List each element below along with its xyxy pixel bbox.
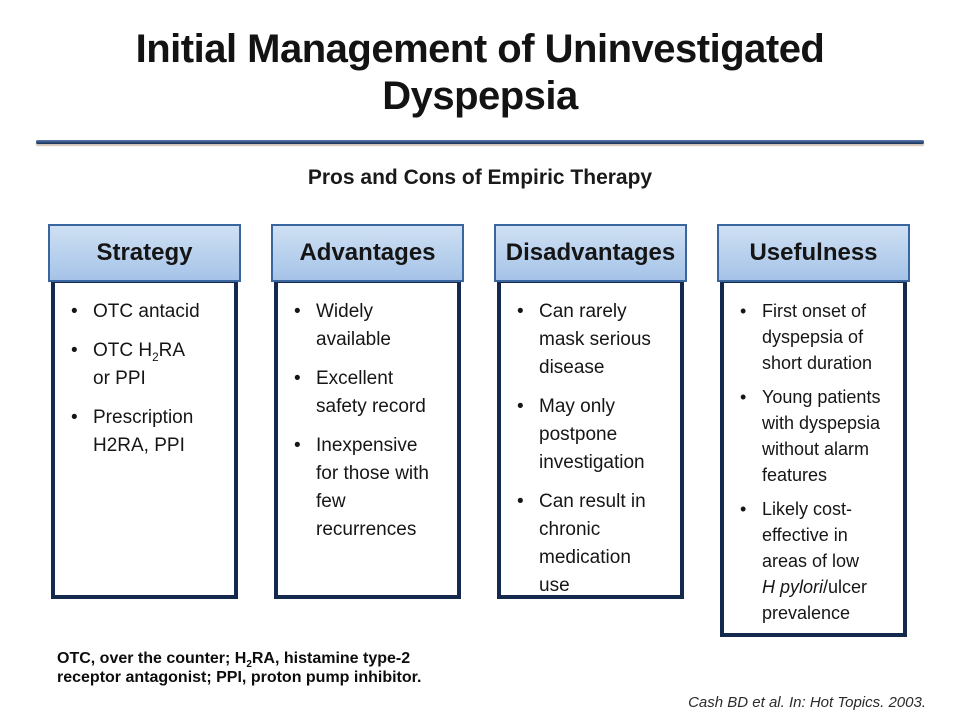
slide-subtitle: Pros and Cons of Empiric Therapy xyxy=(307,166,653,189)
column-header-strategy: Strategy xyxy=(48,224,241,282)
column-body-advantages: WidelyavailableExcellentsafety recordIne… xyxy=(274,279,461,599)
column-header-advantages: Advantages xyxy=(271,224,464,282)
slide-title: Initial Management of Uninvestigated Dys… xyxy=(135,27,825,118)
title-divider xyxy=(36,140,924,144)
bullet-list-advantages: WidelyavailableExcellentsafety recordIne… xyxy=(290,298,455,544)
bullet-item: OTC antacid xyxy=(67,298,232,326)
column-header-disadvantages: Disadvantages xyxy=(494,224,687,282)
column-header-usefulness: Usefulness xyxy=(717,224,910,282)
column-advantages: Advantages WidelyavailableExcellentsafet… xyxy=(271,224,464,599)
footnote: OTC, over the counter; H2RA, histamine t… xyxy=(57,650,422,686)
citation: Cash BD et al. In: Hot Topics. 2003. xyxy=(688,694,926,711)
